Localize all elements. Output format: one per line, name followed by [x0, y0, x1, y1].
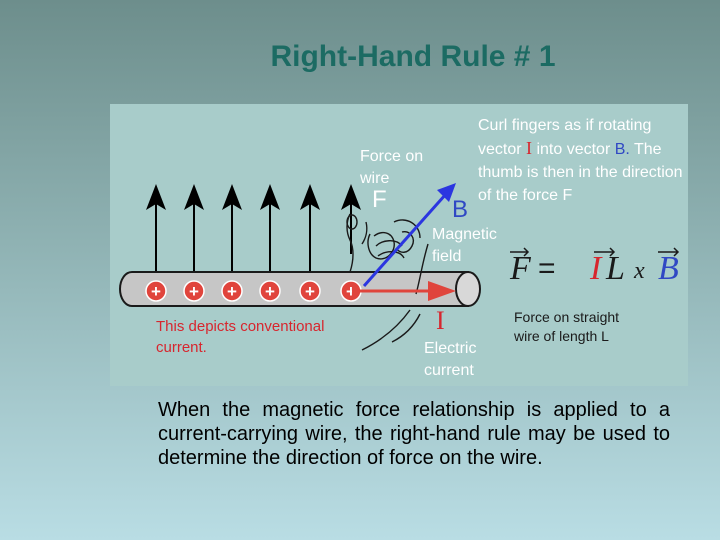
charge-symbol: +: [346, 282, 356, 301]
formula-vector-arrow-l: [594, 247, 616, 257]
magnetic-field-vector: [362, 193, 448, 287]
force-arrow-head: [341, 184, 361, 210]
formula-b: B: [658, 250, 679, 287]
charge-symbol: +: [265, 282, 275, 301]
force-straight-wire-label: Force on straight wire of length L: [514, 309, 620, 344]
conventional-current-label: This depicts conventional current.: [156, 318, 325, 356]
magnetic-field-arrowhead: [437, 183, 456, 202]
formula-x: x: [634, 258, 645, 284]
formula-vector-arrow-f: [510, 247, 530, 257]
instruction-part3: The thumb is then in the direction of th…: [478, 141, 683, 204]
positive-charge: [221, 280, 243, 302]
charge-symbol: +: [151, 282, 161, 301]
current-arrowhead: [428, 281, 456, 301]
force-arrow-head: [260, 184, 280, 210]
magnetic-field-label: Magnetic field: [432, 226, 497, 265]
force-arrow-head: [222, 184, 242, 210]
positive-charge: [145, 280, 167, 302]
electric-current-label: Electric current: [424, 340, 477, 379]
force-on-wire-label: Force on wire: [360, 148, 424, 187]
instruction-vector-b: B.: [614, 141, 630, 158]
description-text: When the magnetic force relationship is …: [158, 399, 670, 469]
force-letter: F: [372, 186, 387, 213]
force-arrow-head: [184, 184, 204, 210]
instruction-vector-i: I: [526, 138, 533, 158]
wire: [119, 271, 481, 307]
positive-charge: [183, 280, 205, 302]
formula-l: L: [606, 250, 625, 287]
instruction-part2: into vector: [532, 141, 615, 158]
instruction-part1: Curl fingers as if rotating vector: [478, 117, 652, 158]
positive-charge: [259, 280, 281, 302]
charges: + + + + + +: [145, 280, 362, 302]
positive-charge: [299, 280, 321, 302]
force-formula: F = I L x B: [510, 244, 690, 294]
diagram-panel: + + + + + +: [110, 104, 688, 386]
charge-symbol: +: [305, 282, 315, 301]
formula-equals: =: [538, 252, 556, 285]
b-letter: B: [452, 196, 469, 223]
formula-vector-arrow-b: [658, 247, 680, 257]
force-arrow-head: [146, 184, 166, 210]
current-letter: I: [436, 306, 445, 335]
force-arrow-head: [300, 184, 320, 210]
rhr-diagram: + + + + + +: [119, 183, 680, 351]
formula-f: F: [510, 250, 531, 287]
right-hand-rule-instructions: Curl fingers as if rotating vector I int…: [478, 114, 688, 207]
formula-i: I: [590, 250, 602, 287]
charge-symbol: +: [227, 282, 237, 301]
force-arrows: [146, 184, 361, 280]
slide-title: Right-Hand Rule # 1: [270, 40, 556, 73]
charge-symbol: +: [189, 282, 199, 301]
